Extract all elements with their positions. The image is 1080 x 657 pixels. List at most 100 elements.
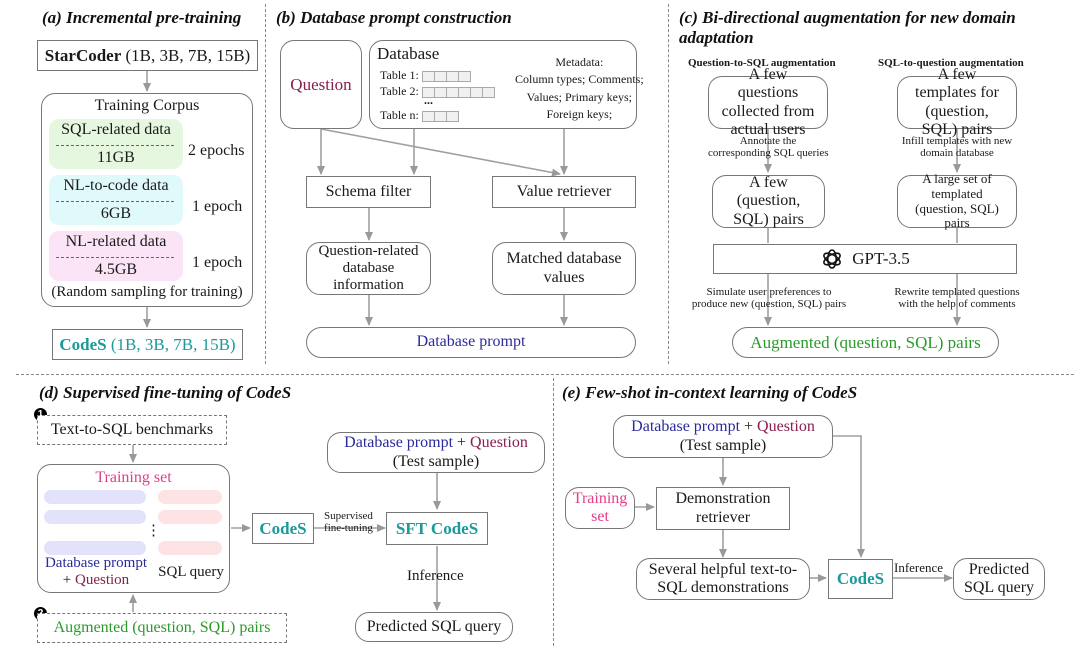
panel-b-title: (b) Database prompt construction [276,8,512,27]
table-2-cells [421,84,495,98]
starcoder-box: StarCoder (1B, 3B, 7B, 15B) [37,40,258,71]
dataset-nl-epochs: 1 epoch [192,254,243,271]
test-sample-box-e: Database prompt + Question (Test sample) [613,415,833,458]
separator-top-bottom [16,374,1074,375]
training-input-bar-3 [44,541,146,555]
separator-d-e [553,378,554,646]
table-1-row: Table 1: [380,68,471,83]
s2q-rewrite-line-1: Rewrite templated questions [894,286,1020,298]
codes-output-box: CodeS (1B, 3B, 7B, 15B) [52,329,243,360]
arrow-question-value [320,128,561,177]
s2q-start-box: A few templates for (question, SQL) pair… [897,66,1017,138]
q2s-annotate-line-2: corresponding SQL queries [708,147,829,160]
sft-label-line-2: fine-tuning [324,522,373,535]
database-box: Database Table 1: Table 2: ... Table n: … [369,40,644,129]
dataset-sql-size: 11GB [97,149,135,166]
training-output-bar-3 [158,541,222,555]
demonstration-retriever-box: Demonstration retriever [656,487,790,530]
value-retriever-box: Value retriever [492,176,636,208]
codes-box-d: CodeS [252,513,314,544]
test-sample-label-e: (Test sample) [679,436,767,454]
test-question-e: Question [757,418,815,436]
training-output-bar-2 [158,510,222,524]
dataset-nl2code [49,175,183,225]
db-prompt-label: Database prompt [44,555,148,571]
question-label: Question [75,571,130,588]
dataset-nl-divider [56,257,174,258]
test-plus-e: + [740,418,758,436]
q2s-annotate-label: Annotate the corresponding SQL queries [708,135,829,160]
table-1-label: Table 1: [380,68,419,82]
tables-ellipsis: ... [424,93,433,107]
q2s-simulate-label: Simulate user preferences to produce new… [684,286,854,310]
plus-sign: + [62,571,76,588]
codes-sizes: (1B, 3B, 7B, 15B) [106,334,236,354]
test-db-prompt-d: Database prompt [344,434,454,452]
s2q-rewrite-label: Rewrite templated questions with the hel… [884,286,1030,310]
s2q-pairs-box: A large set of templated (question, SQL)… [897,171,1017,230]
question-box: Question [280,40,362,129]
dataset-sql-name: SQL-related data [61,121,171,138]
s2q-infill-line-2: domain database [920,147,994,160]
schema-filter-box: Schema filter [306,176,431,208]
metadata-line-2: Column types; Comments; [515,72,644,87]
openai-logo-icon [823,249,842,269]
q2s-header: Question-to-SQL augmentation [688,57,836,69]
test-db-prompt-e: Database prompt [631,418,741,436]
predicted-sql-box-d: Predicted SQL query [355,612,513,642]
table-1-cells [421,68,471,82]
database-prompt-box: Database prompt [306,327,636,358]
q2s-simulate-line-1: Simulate user preferences to [706,286,832,298]
s2q-header: SQL-to-question augmentation [878,57,1024,69]
augmented-dashed-box: Augmented (question, SQL) pairs [37,613,287,643]
metadata-line-4: Foreign keys; [546,107,613,122]
question-related-info-box: Question-related database information [306,242,431,295]
codes-name: CodeS [59,334,107,354]
starcoder-sizes: (1B, 3B, 7B, 15B) [121,45,251,65]
gpt-label: GPT-3.5 [852,249,910,269]
benchmarks-box: Text-to-SQL benchmarks [37,415,227,445]
s2q-rewrite-line-2: with the help of comments [898,298,1016,311]
q2s-annotate-line-1: Annotate the [739,135,797,147]
matched-values-box: Matched database values [492,242,636,295]
table-2-label: Table 2: [380,84,419,98]
q2s-pairs-box: A few (question, SQL) pairs [712,174,825,228]
training-output-bar-1 [158,490,222,504]
sft-codes-box: SFT CodeS [386,512,488,545]
augmented-pairs-box: Augmented (question, SQL) pairs [732,327,999,358]
q2s-simulate-line-2: produce new (question, SQL) pairs [691,298,847,311]
test-plus-d: + [453,434,471,452]
metadata-text: Metadata: Column types; Comments; Values… [515,54,644,124]
dataset-nl [49,231,183,281]
separator-b-c [668,4,669,364]
s2q-infill-label: Infill templates with new domain databas… [897,135,1017,159]
panel-d-title: (d) Supervised fine-tuning of CodeS [39,383,292,402]
panel-c-title-line2: adaptation [679,28,754,47]
dataset-nl2code-epochs: 1 epoch [192,198,243,215]
table-n-row: Table n: [380,108,459,123]
table-2-row: Table 2: [380,84,495,99]
panel-a-title: (a) Incremental pre-training [42,8,242,27]
inference-label-e: Inference [894,560,944,575]
training-input-bar-2 [44,510,146,524]
table-n-cells [421,108,459,122]
sql-query-label: SQL query [158,564,224,580]
training-set-title: Training set [95,469,172,486]
test-question-d: Question [470,434,528,452]
dataset-nl-size: 4.5GB [94,261,138,278]
arrow-test-codes [833,435,865,558]
test-sample-box-d: Database prompt + Question (Test sample) [327,432,545,473]
demonstrations-box: Several helpful text-to-SQL demonstratio… [636,558,810,600]
dataset-sql [49,119,183,169]
corpus-title: Training Corpus [94,97,200,114]
sft-label-line-1: Supervised [324,510,373,522]
sampling-note: (Random sampling for training) [51,284,243,300]
s2q-infill-line-1: Infill templates with new [901,135,1013,147]
panel-e-title: (e) Few-shot in-context learning of Code… [562,383,858,402]
dataset-nl2code-name: NL-to-code data [63,177,169,194]
database-label: Database [377,44,440,63]
dataset-nl2code-divider [56,201,174,202]
dataset-sql-epochs: 2 epochs [188,142,245,159]
q2s-start-box: A few questions collected from actual us… [708,66,828,138]
